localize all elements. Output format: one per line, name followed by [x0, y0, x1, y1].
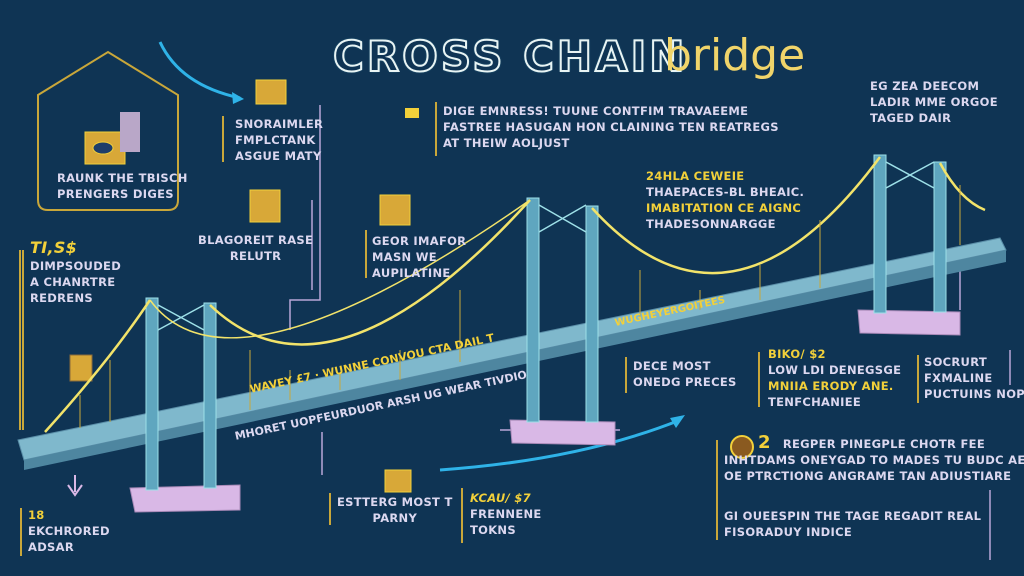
hanger-cables: [79, 185, 961, 428]
anchor-icon: [67, 475, 83, 497]
wallet-icon: [379, 194, 411, 226]
arrow-icon: [158, 41, 241, 100]
bridge-tower: [145, 154, 947, 491]
lantern-icon: [69, 354, 93, 382]
briefcase-icon: [249, 189, 281, 223]
chest-icon: [384, 469, 412, 493]
tower-base: [509, 419, 616, 446]
badge-icon: [730, 435, 754, 459]
arrow-icon: [439, 418, 681, 472]
chest-icon: [255, 79, 287, 105]
page-title-accent: bridge: [664, 30, 806, 81]
page-title: CROSS CHAIN: [332, 31, 688, 82]
suspension-cable: [44, 156, 986, 433]
house-frame: [37, 50, 179, 211]
vault-icon: [84, 112, 140, 165]
coin-icon: [405, 108, 419, 118]
tower-base: [857, 309, 961, 336]
tower-base: [129, 484, 241, 513]
